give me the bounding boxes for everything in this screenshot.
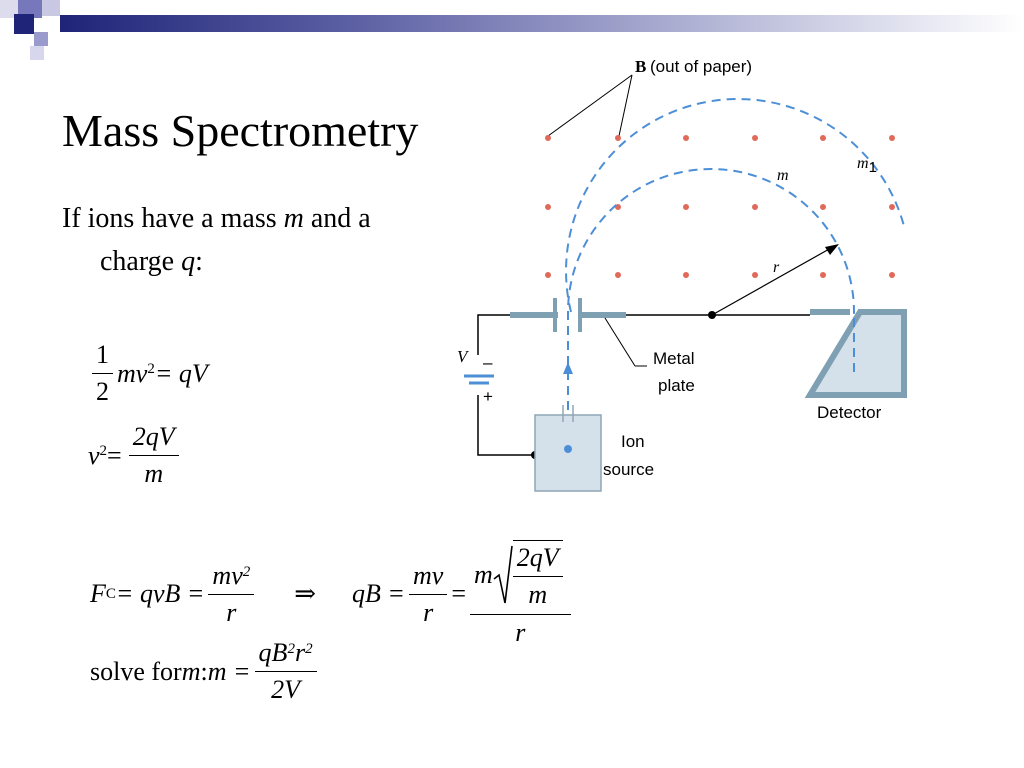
detector-box <box>804 309 907 398</box>
battery-plus: + <box>483 387 493 406</box>
decor-square <box>34 32 48 46</box>
metal-plate-right <box>578 312 626 318</box>
ion-origin <box>564 445 572 453</box>
decor-square <box>18 0 42 18</box>
field-dot <box>545 204 551 210</box>
field-dot <box>615 135 621 141</box>
radius-line <box>711 247 832 316</box>
field-dot <box>545 272 551 278</box>
pointer-line <box>618 74 633 137</box>
plate-pointer <box>604 317 636 367</box>
path-label-m: m <box>777 167 789 184</box>
decor-square <box>42 0 60 16</box>
field-dot <box>820 135 826 141</box>
field-dot <box>889 272 895 278</box>
decor-square <box>14 14 34 34</box>
radius-arrowhead <box>825 244 839 255</box>
pointer-line <box>547 74 633 137</box>
field-dot <box>752 272 758 278</box>
field-dot <box>615 272 621 278</box>
slide-title: Mass Spectrometry <box>62 105 419 156</box>
field-dot <box>545 135 551 141</box>
intro-text: If ions have a mass m and a charge q: <box>62 203 371 277</box>
ion-source-label-2: source <box>603 460 654 479</box>
radius-label: r <box>773 259 780 276</box>
field-dot <box>889 204 895 210</box>
decor-square <box>30 46 44 60</box>
ion-path-m1 <box>565 98 906 313</box>
field-dot <box>820 204 826 210</box>
field-dot <box>683 272 689 278</box>
implies-symbol: ⇒ <box>294 579 317 608</box>
field-label: (out of paper) <box>650 57 752 76</box>
field-dot <box>889 135 895 141</box>
ion-path-m <box>567 168 855 455</box>
field-dot <box>683 204 689 210</box>
field-label-b: B <box>635 57 646 76</box>
battery-minus: – <box>483 353 493 372</box>
voltage-label: V <box>457 347 470 366</box>
header-gradient-bar <box>60 15 1024 32</box>
mass-spectrometer-diagram: B (out of paper) m m1 r Metal plate V – … <box>457 57 907 492</box>
metal-plate-left <box>510 312 558 318</box>
field-dot <box>752 204 758 210</box>
sqrt-sign <box>493 545 513 604</box>
metal-plate-label-2: plate <box>658 376 695 395</box>
decor-square <box>0 0 18 18</box>
field-dots <box>545 135 895 278</box>
metal-plate-left-edge <box>553 298 557 332</box>
path-label-m1: m1 <box>857 155 877 176</box>
field-dot <box>820 272 826 278</box>
ion-source-label-1: Ion <box>621 432 645 451</box>
detector-label: Detector <box>817 403 882 422</box>
field-dot <box>683 135 689 141</box>
metal-plate-label-1: Metal <box>653 349 695 368</box>
field-dot <box>752 135 758 141</box>
direction-arrow <box>563 362 573 374</box>
